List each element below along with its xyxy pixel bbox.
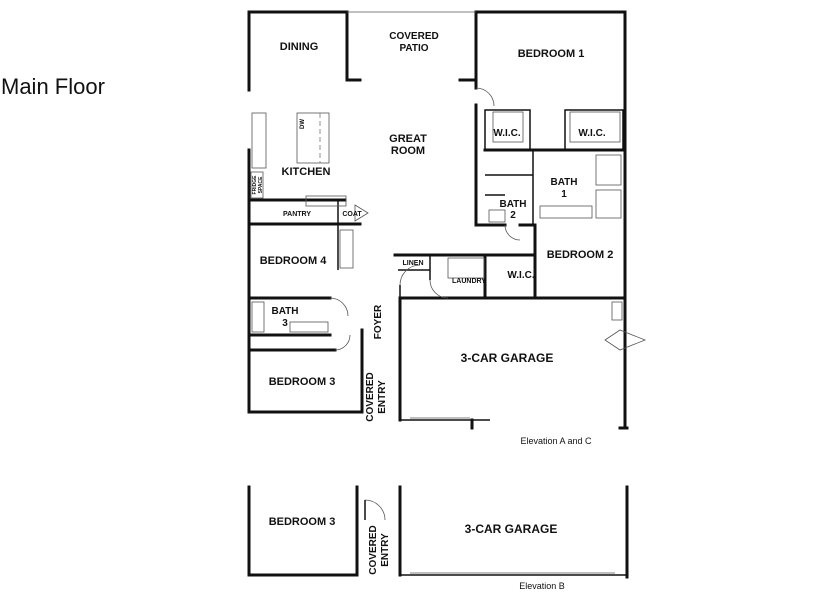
room-linen: LINEN: [403, 260, 424, 267]
room-pantry: PANTRY: [283, 211, 311, 218]
room-bedroom-2: BEDROOM 2: [547, 249, 614, 261]
fridge-space-label: FRIDGE: [252, 175, 258, 195]
room-laundry: LAUNDRY: [452, 278, 486, 285]
room-great-room: GREAT: [389, 133, 427, 145]
elevation-b-bedroom-3: BEDROOM 3: [269, 516, 336, 528]
room-bath-2: BATH: [499, 199, 526, 210]
room-covered-patio-2: PATIO: [399, 43, 428, 54]
dishwasher-label: DW: [300, 119, 306, 129]
room-dining: DINING: [280, 41, 319, 53]
elevation-b-plan: BEDROOM 3 COVERED ENTRY 3-CAR GARAGE Ele…: [247, 485, 629, 591]
room-bath-2-num: 2: [510, 210, 516, 221]
room-foyer: FOYER: [373, 304, 384, 339]
room-great-room-2: ROOM: [391, 145, 425, 157]
room-bath-3-num: 3: [282, 318, 288, 329]
room-bedroom-4: BEDROOM 4: [260, 255, 328, 267]
elevation-b-covered-entry-2: ENTRY: [380, 533, 391, 567]
room-covered-entry-2: ENTRY: [377, 380, 388, 414]
elevation-ac-label: Elevation A and C: [520, 436, 592, 446]
interior-walls: [247, 78, 627, 352]
elevation-b-covered-entry: COVERED: [368, 525, 379, 574]
fridge-space-label-2: SPACE: [258, 176, 264, 194]
room-bath-1: BATH: [550, 177, 577, 188]
elevation-b-garage: 3-CAR GARAGE: [465, 522, 558, 536]
room-covered-entry: COVERED: [365, 372, 376, 421]
room-wic-bedroom-2: W.I.C.: [507, 270, 534, 281]
room-bedroom-1: BEDROOM 1: [518, 48, 585, 60]
fixtures: [250, 87, 647, 351]
room-wic-right: W.I.C.: [578, 128, 605, 139]
room-wic-left: W.I.C.: [493, 128, 520, 139]
room-labels: DINING COVERED PATIO BEDROOM 1 GREAT ROO…: [252, 31, 613, 446]
room-garage: 3-CAR GARAGE: [461, 351, 554, 365]
elevation-b-label: Elevation B: [519, 581, 565, 591]
floor-title: Main Floor: [1, 74, 105, 99]
exterior-walls: [247, 10, 629, 430]
room-bath-3: BATH: [271, 306, 298, 317]
room-bath-1-num: 1: [561, 189, 567, 200]
room-kitchen: KITCHEN: [282, 166, 331, 178]
room-bedroom-3: BEDROOM 3: [269, 376, 336, 388]
room-coat: COAT: [342, 211, 362, 218]
room-covered-patio: COVERED: [389, 31, 438, 42]
